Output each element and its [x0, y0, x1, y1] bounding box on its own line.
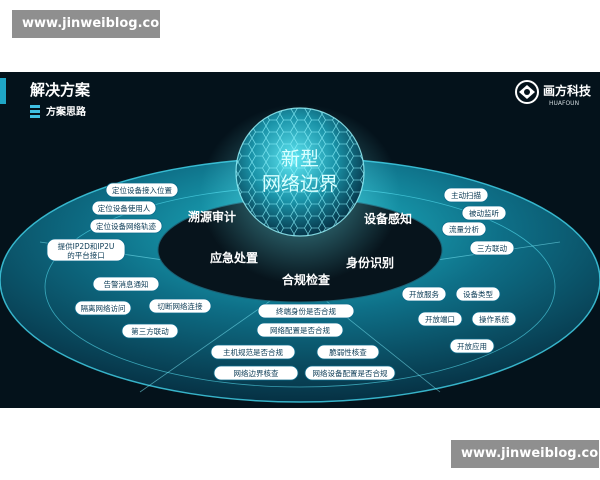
feature-pill: 开放端口 — [417, 311, 463, 327]
company-logo: 画方科技 HUAFOUN — [515, 80, 592, 107]
feature-pill-label: 网络边界核查 — [234, 368, 279, 378]
feature-pill: 开放服务 — [401, 286, 447, 302]
feature-pill: 主动扫描 — [443, 187, 489, 203]
feature-pill: 三方联动 — [469, 240, 515, 256]
feature-pill-label: 主动扫描 — [451, 190, 481, 200]
feature-pill-label: 设备类型 — [463, 289, 493, 299]
center-title-line1: 新型 — [281, 148, 319, 170]
feature-pill: 告警消息通知 — [92, 276, 160, 292]
feature-pill: 操作系统 — [471, 311, 517, 327]
feature-pill-label: 定位设备使用人 — [98, 203, 151, 213]
feature-pill: 隔离网络访问 — [74, 300, 132, 316]
feature-pill-label: 开放应用 — [457, 341, 487, 351]
solution-slide: 解决方案 方案思路 画方科技 HUAFOUN 新型 网络边界 溯源审计 — [0, 72, 600, 408]
watermark-top: www.jinweiblog.com — [12, 10, 173, 38]
feature-pill-label: 开放服务 — [409, 289, 439, 299]
section-device-sense: 设备感知 — [364, 211, 412, 226]
feature-pill-label: 开放端口 — [425, 314, 455, 324]
feature-pill-label: 流量分析 — [449, 224, 479, 234]
feature-pill-label: 定位设备接入位置 — [112, 185, 172, 195]
feature-pill: 第三方联动 — [121, 323, 179, 339]
feature-pill-label: 第三方联动 — [131, 326, 169, 336]
feature-pill: 网络设备配置是否合规 — [304, 365, 396, 381]
feature-pill: 切断网络连接 — [148, 298, 212, 314]
slide-title: 解决方案 — [30, 81, 91, 99]
section-trace-audit: 溯源审计 — [188, 209, 236, 224]
feature-pill: 被动监听 — [461, 205, 507, 221]
feature-pill-label: 切断网络连接 — [158, 301, 203, 311]
feature-pill: 定位设备接入位置 — [105, 182, 179, 198]
feature-pill: 网络边界核查 — [213, 365, 299, 381]
feature-pill: 脆弱性核查 — [316, 344, 380, 360]
section-emergency-response: 应急处置 — [210, 250, 258, 265]
feature-pill-label: 被动监听 — [469, 208, 499, 218]
section-identity-recognition: 身份识别 — [346, 255, 394, 270]
feature-pill-label: 告警消息通知 — [104, 279, 149, 289]
feature-pill-label: 的平台接口 — [67, 250, 105, 260]
feature-pill-label: 操作系统 — [479, 314, 509, 324]
feature-pill: 定位设备网络轨迹 — [89, 218, 163, 234]
feature-pill: 设备类型 — [455, 286, 501, 302]
feature-pill-label: 脆弱性核查 — [329, 347, 367, 357]
feature-pill-label: 网络配置是否合规 — [270, 325, 330, 335]
watermark-bottom: www.jinweiblog.com — [451, 440, 600, 468]
feature-pill-label: 定位设备网络轨迹 — [96, 221, 156, 231]
feature-pill-label: 三方联动 — [477, 243, 507, 253]
list-icon — [30, 105, 40, 118]
feature-pill-label: 网络设备配置是否合规 — [313, 368, 388, 378]
slide-subtitle: 方案思路 — [46, 105, 87, 118]
feature-pill: 主机规范是否合规 — [210, 344, 296, 360]
feature-pill-label: 隔离网络访问 — [81, 303, 126, 313]
logo-name: 画方科技 — [543, 83, 592, 98]
feature-pill-label: 主机规范是否合规 — [223, 347, 283, 357]
feature-pill: 定位设备使用人 — [91, 200, 157, 216]
feature-pill-label: 提供IP2D和IP2U — [58, 241, 115, 251]
logo-en: HUAFOUN — [549, 100, 579, 107]
feature-pill: 流量分析 — [441, 221, 487, 237]
feature-pill: 网络配置是否合规 — [256, 322, 344, 338]
feature-pill-label: 终端身份是否合规 — [276, 306, 336, 316]
center-title-line2: 网络边界 — [262, 173, 338, 195]
section-compliance-check: 合规检查 — [282, 272, 331, 287]
feature-pill: 终端身份是否合规 — [257, 303, 355, 319]
feature-pill: 开放应用 — [449, 338, 495, 354]
globe-sphere — [235, 107, 365, 237]
header-bar: 解决方案 方案思路 — [0, 78, 91, 118]
